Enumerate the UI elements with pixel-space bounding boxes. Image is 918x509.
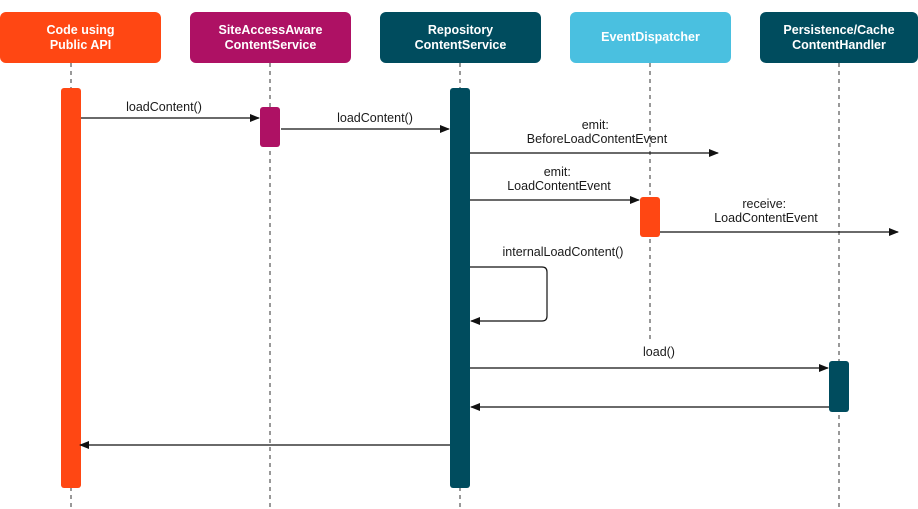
activation-persistence [829,361,849,412]
message-label-m3: emit: BeforeLoadContentEvent [527,118,668,146]
participant-siteaccessaware-contentservice: SiteAccessAware ContentService [190,12,351,63]
message-label-m5: receive: LoadContentEvent [714,197,818,225]
message-label-m4: emit: LoadContentEvent [507,165,611,193]
participant-eventdispatcher: EventDispatcher [570,12,731,63]
participant-label: Repository ContentService [414,22,507,52]
message-label-m1: loadContent() [126,100,202,114]
participant-code-using-public-api: Code using Public API [0,12,161,63]
participant-repository-contentservice: Repository ContentService [380,12,541,63]
participant-label: EventDispatcher [601,30,700,44]
activation-repository [450,88,470,488]
participant-label: Code using Public API [46,22,115,52]
participant-label: Persistence/Cache ContentHandler [783,22,895,52]
message-label-m7: load() [643,345,675,359]
participant-label: SiteAccessAware ContentService [218,22,323,52]
activation-dispatcher [640,197,660,237]
participant-persistence-cache-contenthandler: Persistence/Cache ContentHandler [760,12,918,63]
activation-code [61,88,81,488]
message-label-m2: loadContent() [337,111,413,125]
activation-siteaccess [260,107,280,147]
message-label-m6: internalLoadContent() [503,245,624,259]
arrow-m6-self [470,266,548,325]
